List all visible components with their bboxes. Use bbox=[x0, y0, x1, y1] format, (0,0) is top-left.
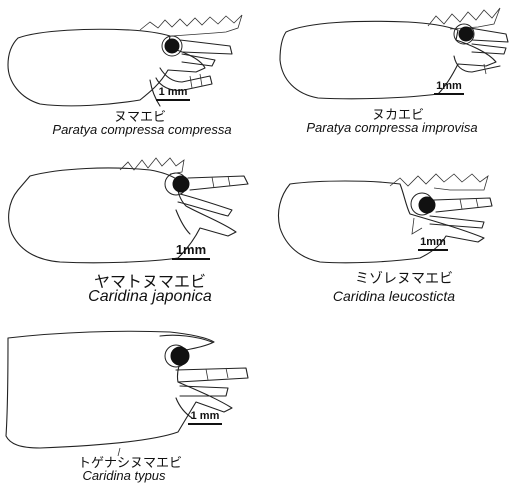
scientific-name-3: Caridina japonica bbox=[50, 288, 250, 306]
scale-label-3: 1mm bbox=[176, 242, 206, 257]
scale-line-5 bbox=[188, 423, 222, 425]
scale-line-4 bbox=[418, 249, 448, 251]
scientific-name-1: Paratya compressa compressa bbox=[32, 122, 252, 137]
scale-line-1 bbox=[156, 99, 190, 101]
scale-bar-1: 1 mm bbox=[156, 86, 190, 101]
scale-label-4: 1mm bbox=[420, 236, 446, 248]
scale-label-1: 1 mm bbox=[159, 86, 188, 98]
scale-bar-5: 1 mm bbox=[188, 410, 222, 425]
scale-label-2: 1mm bbox=[436, 80, 462, 92]
scale-bar-4: 1mm bbox=[418, 236, 448, 251]
japanese-name-4: ミゾレヌマエビ bbox=[334, 268, 474, 288]
panel-caridina-typus: 1 mm トゲナシヌマエビ Caridina typus bbox=[0, 326, 268, 488]
scientific-name-2: Paratya compressa improvisa bbox=[272, 120, 512, 135]
scale-line-2 bbox=[434, 93, 464, 95]
panel-caridina-japonica: 1mm ヤマトヌマエビ Caridina japonica bbox=[0, 150, 268, 322]
panel-paratya-compressa-compressa: 1 mm ヌマエビ Paratya compressa compressa bbox=[0, 0, 260, 145]
scale-bar-3: 1mm bbox=[172, 242, 210, 260]
scientific-name-4: Caridina leucosticta bbox=[294, 288, 494, 304]
scale-line-3 bbox=[172, 258, 210, 260]
scale-label-5: 1 mm bbox=[191, 410, 220, 422]
scientific-name-5: Caridina typus bbox=[54, 468, 194, 483]
panel-paratya-compressa-improvisa: 1mm ヌカエビ Paratya compressa improvisa bbox=[268, 0, 517, 145]
scale-bar-2: 1mm bbox=[434, 80, 464, 95]
panel-caridina-leucosticta: 1mm ミゾレヌマエビ Caridina leucosticta bbox=[270, 172, 517, 322]
